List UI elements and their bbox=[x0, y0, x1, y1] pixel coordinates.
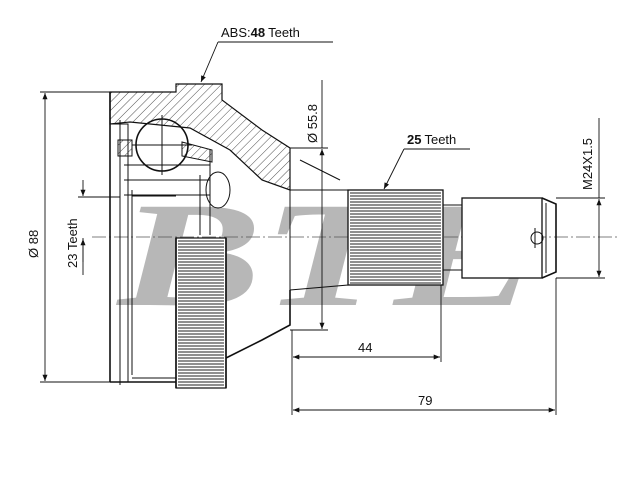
dim-inner-teeth: 23 Teeth bbox=[65, 180, 120, 275]
dim-44-label: 44 bbox=[358, 340, 372, 355]
splined-shaft bbox=[347, 189, 444, 286]
dim-thread: M24X1.5 bbox=[556, 118, 605, 279]
dim-outer-diameter: Ø 88 bbox=[26, 93, 48, 381]
inner-race bbox=[132, 195, 176, 379]
bell-diameter-label: Ø 55.8 bbox=[305, 104, 320, 143]
spline-lines bbox=[350, 192, 441, 284]
thread-label: M24X1.5 bbox=[580, 138, 595, 190]
bell-housing bbox=[40, 83, 291, 385]
inner-teeth-label: 23 Teeth bbox=[65, 218, 80, 268]
threaded-end bbox=[443, 197, 557, 279]
outer-diameter-label: Ø 88 bbox=[26, 230, 41, 258]
dim-79-label: 79 bbox=[418, 393, 432, 408]
abs-ring bbox=[175, 237, 227, 389]
abs-teeth bbox=[178, 240, 224, 386]
dim-79: 79 bbox=[293, 278, 557, 415]
dim-44: 44 bbox=[291, 285, 442, 415]
dim-bell-diameter: Ø 55.8 bbox=[290, 80, 328, 331]
